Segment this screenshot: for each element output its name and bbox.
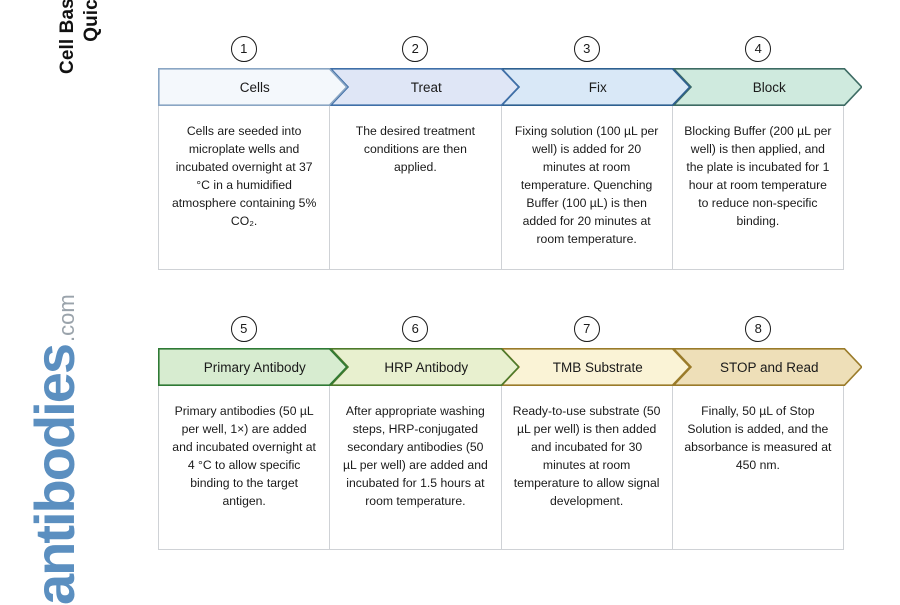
step-number-strip: 5 6 7 8	[158, 314, 844, 348]
step-chevron[interactable]: Primary Antibody	[158, 348, 348, 386]
page-title: Cell Based ELISA Kits Quick Protocol	[52, 0, 108, 74]
step-body-text: The desired treatment conditions are the…	[355, 124, 475, 175]
step-number-badge: 7	[573, 316, 600, 342]
step-number-badge: 8	[745, 316, 772, 342]
step-chevron[interactable]: Fix	[501, 68, 691, 106]
step-body-text: Ready-to-use substrate (50 µL per well) …	[512, 404, 661, 509]
step-number-strip: 1 2 3 4	[158, 34, 844, 68]
step-body-cell: Fixing solution (100 µL per well) is add…	[502, 106, 673, 269]
protocol-row-2: 5 6 7 8 Primary Antibody HRP Antibody TMB Sub…	[158, 314, 862, 550]
step-label: Cells	[239, 79, 270, 95]
step-label: TMB Substrate	[552, 359, 643, 375]
step-label: Block	[752, 79, 786, 95]
logo-wordmark: antibodies	[23, 344, 86, 605]
chevron-shape	[501, 68, 691, 106]
step-chevron[interactable]: Treat	[329, 68, 519, 106]
step-body-cell: Cells are seeded into microplate wells a…	[159, 106, 331, 269]
step-chevron[interactable]: TMB Substrate	[501, 348, 691, 386]
step-number-badge: 2	[402, 36, 429, 62]
step-number-badge: 5	[230, 316, 257, 342]
chevron-shape	[329, 348, 519, 386]
step-label: HRP Antibody	[384, 359, 469, 375]
chevron-shape	[329, 68, 519, 106]
chevron-shape	[672, 68, 862, 106]
step-body-strip: Primary antibodies (50 µL per well, 1×) …	[158, 386, 844, 550]
step-body-cell: After appropriate washing steps, HRP-con…	[330, 386, 502, 549]
step-body-cell: Finally, 50 µL of Stop Solution is added…	[673, 386, 843, 549]
step-body-cell: Primary antibodies (50 µL per well, 1×) …	[159, 386, 331, 549]
step-label: Primary Antibody	[203, 359, 306, 375]
step-chevron[interactable]: Cells	[158, 68, 348, 106]
chevron-shape	[158, 348, 348, 386]
protocol-row-1: 1 2 3 4 Cells Treat Fix Block Cells are seeded…	[158, 34, 862, 270]
logo-tld: .com	[54, 294, 79, 342]
step-body-strip: Cells are seeded into microplate wells a…	[158, 106, 844, 270]
step-number-badge: 6	[402, 316, 429, 342]
step-body-cell: Blocking Buffer (200 µL per well) is the…	[673, 106, 843, 269]
step-chevron[interactable]: STOP and Read	[672, 348, 862, 386]
step-body-cell: Ready-to-use substrate (50 µL per well) …	[502, 386, 673, 549]
step-body-text: Fixing solution (100 µL per well) is add…	[514, 124, 659, 247]
step-label: STOP and Read	[719, 359, 819, 375]
step-chevron[interactable]: Block	[672, 68, 862, 106]
step-body-text: Primary antibodies (50 µL per well, 1×) …	[172, 404, 316, 509]
step-label: Fix	[588, 79, 607, 95]
step-body-text: Blocking Buffer (200 µL per well) is the…	[684, 124, 832, 229]
chevron-header-strip: Cells Treat Fix Block	[158, 68, 862, 106]
page-title-text: Cell Based ELISA Kits Quick Protocol	[56, 0, 105, 74]
step-body-text: Finally, 50 µL of Stop Solution is added…	[684, 404, 832, 473]
step-body-cell: The desired treatment conditions are the…	[330, 106, 502, 269]
chevron-header-strip: Primary Antibody HRP Antibody TMB Substrat…	[158, 348, 862, 386]
step-label: Treat	[410, 79, 442, 95]
chevron-shape	[501, 348, 691, 386]
step-number-badge: 4	[745, 36, 772, 62]
step-chevron[interactable]: HRP Antibody	[329, 348, 519, 386]
step-number-badge: 3	[573, 36, 600, 62]
chevron-shape	[672, 348, 862, 386]
step-number-badge: 1	[230, 36, 257, 62]
chevron-shape	[158, 68, 348, 106]
step-body-text: After appropriate washing steps, HRP-con…	[342, 404, 488, 509]
step-body-text: Cells are seeded into microplate wells a…	[171, 124, 317, 229]
antibodies-logo: antibodies .com	[23, 294, 97, 605]
